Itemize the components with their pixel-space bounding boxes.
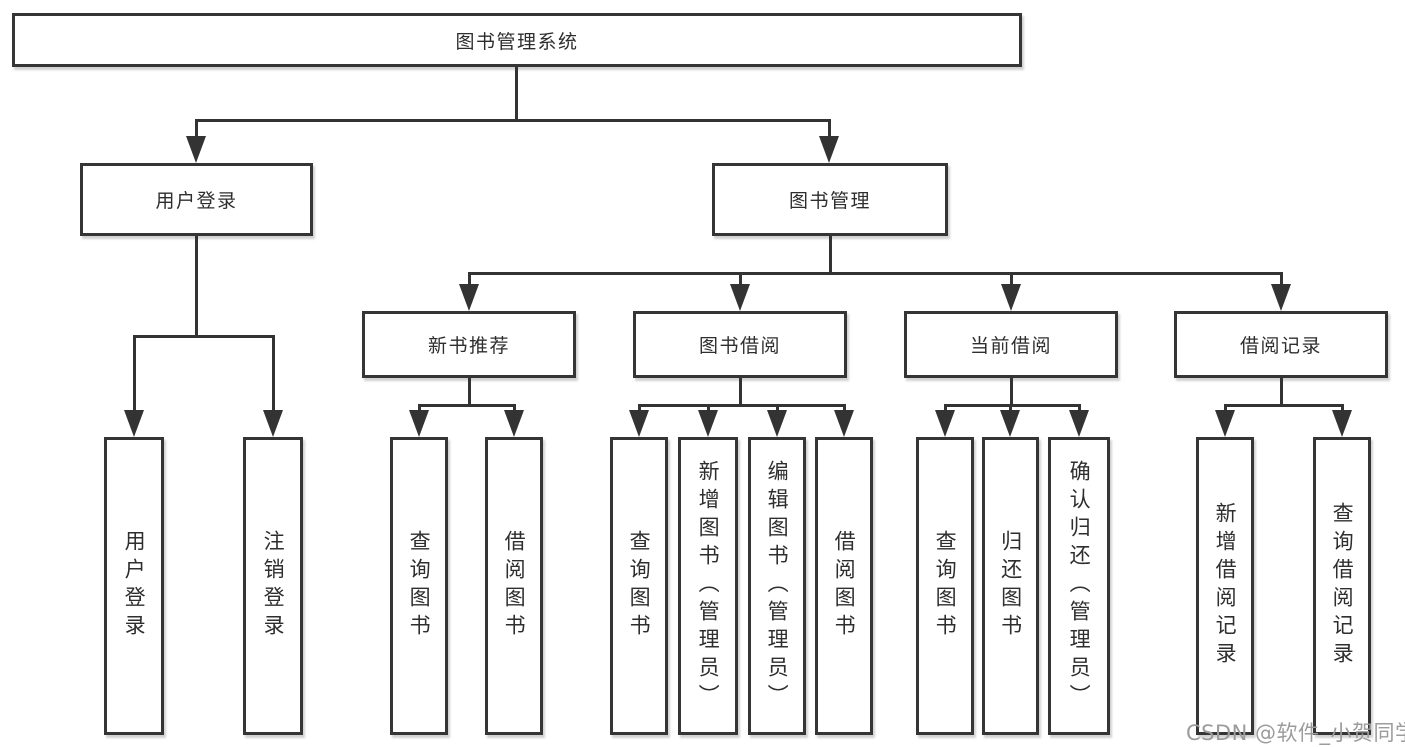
node-current-borrowing: 当前借阅	[904, 311, 1118, 378]
arrow-down-icon	[459, 284, 479, 311]
node-label: 查询图书	[627, 530, 652, 642]
connector-rail	[467, 272, 1283, 275]
arrow-down-icon	[730, 284, 750, 311]
node-user-login-group: 用户登录	[80, 163, 313, 236]
connector-stem	[1009, 378, 1013, 407]
arrow-down-icon	[1001, 284, 1021, 311]
node-label: 借阅图书	[832, 530, 857, 642]
leaf-user-login: 用户登录	[104, 437, 164, 735]
node-label: 新书推荐	[427, 335, 510, 357]
arrow-down-icon	[409, 410, 429, 437]
node-label: 图书管理系统	[455, 30, 579, 53]
node-library-management-system: 图书管理系统	[12, 13, 1022, 67]
connector-stem	[738, 378, 742, 407]
connector-drop	[827, 119, 831, 138]
node-label: 新增借阅记录	[1213, 502, 1238, 670]
node-label: 新增图书（管理员）	[696, 460, 721, 712]
node-label: 查询图书	[407, 530, 432, 642]
connector-drop	[271, 335, 275, 412]
leaf-logout: 注销登录	[243, 437, 303, 735]
leaf-edit-books-admin: 编辑图书（管理员）	[748, 437, 806, 735]
arrow-down-icon	[1271, 284, 1291, 311]
csdn-watermark: CSDN @软件_小贺同学	[1186, 721, 1405, 745]
arrow-down-icon	[834, 410, 854, 437]
node-label: 归还图书	[998, 530, 1023, 642]
node-label: 借阅记录	[1239, 335, 1322, 357]
node-label: 注销登录	[261, 530, 286, 642]
connector-stem	[828, 236, 832, 275]
connector-stem	[1279, 378, 1283, 407]
connector-drop	[943, 404, 947, 412]
connector-drop	[417, 404, 421, 412]
connector-drop	[1279, 272, 1283, 286]
leaf-confirm-return-admin: 确认归还（管理员）	[1048, 437, 1110, 735]
connector-drop	[775, 404, 779, 412]
node-label: 查询图书	[933, 530, 958, 642]
node-new-book-recommendation: 新书推荐	[362, 311, 576, 378]
connector-drop	[637, 404, 641, 412]
arrow-down-icon	[1332, 410, 1352, 437]
arrow-down-icon	[263, 410, 283, 437]
node-label: 图书借阅	[698, 335, 781, 357]
node-book-management: 图书管理	[712, 163, 948, 236]
arrow-down-icon	[698, 410, 718, 437]
leaf-query-borrow-record: 查询借阅记录	[1313, 437, 1371, 735]
leaf-add-books-admin: 新增图书（管理员）	[678, 437, 738, 735]
node-label: 图书管理	[788, 190, 871, 212]
node-book-borrowing: 图书借阅	[633, 311, 847, 378]
connector-drop	[512, 404, 516, 412]
connector-stem	[514, 67, 518, 122]
node-label: 查询借阅记录	[1330, 502, 1355, 670]
arrow-down-icon	[935, 410, 955, 437]
connector-rail	[637, 404, 846, 407]
leaf-borrow-books-2: 借阅图书	[815, 437, 873, 735]
arrow-down-icon	[1069, 410, 1089, 437]
leaf-query-books-3: 查询图书	[916, 437, 974, 735]
connector-drop	[738, 272, 742, 286]
leaf-query-books-2: 查询图书	[610, 437, 668, 735]
arrow-down-icon	[1215, 410, 1235, 437]
leaf-return-books: 归还图书	[982, 437, 1039, 735]
leaf-query-books-1: 查询图书	[390, 437, 448, 735]
leaf-borrow-books-1: 借阅图书	[485, 437, 543, 735]
arrow-down-icon	[124, 410, 144, 437]
connector-drop	[1008, 404, 1012, 412]
connector-rail	[417, 404, 516, 407]
arrow-down-icon	[1000, 410, 1020, 437]
arrow-down-icon	[819, 136, 839, 163]
leaf-add-borrow-record: 新增借阅记录	[1196, 437, 1254, 735]
connector-drop	[1077, 404, 1081, 412]
arrow-down-icon	[629, 410, 649, 437]
connector-drop	[1009, 272, 1013, 286]
connector-drop	[842, 404, 846, 412]
node-borrowing-records: 借阅记录	[1174, 311, 1388, 378]
node-label: 用户登录	[155, 190, 238, 212]
connector-stem	[194, 236, 198, 338]
connector-drop	[1223, 404, 1227, 412]
connector-drop	[467, 272, 471, 286]
node-label: 用户登录	[122, 530, 147, 642]
connector-rail	[943, 404, 1081, 407]
connector-drop	[194, 119, 198, 138]
connector-rail	[194, 119, 831, 122]
arrow-down-icon	[767, 410, 787, 437]
connector-drop	[132, 335, 136, 412]
connector-drop	[1340, 404, 1344, 412]
connector-stem	[467, 378, 471, 407]
node-label: 当前借阅	[969, 335, 1052, 357]
connector-drop	[706, 404, 710, 412]
arrow-down-icon	[186, 136, 206, 163]
node-label: 确认归还（管理员）	[1067, 460, 1092, 712]
node-label: 借阅图书	[502, 530, 527, 642]
arrow-down-icon	[504, 410, 524, 437]
connector-rail	[132, 335, 275, 338]
node-label: 编辑图书（管理员）	[765, 460, 790, 712]
connector-rail	[1223, 404, 1344, 407]
